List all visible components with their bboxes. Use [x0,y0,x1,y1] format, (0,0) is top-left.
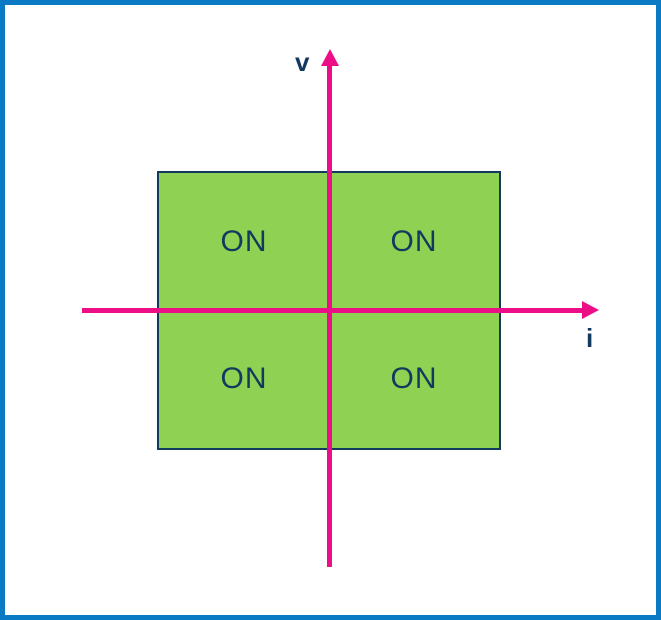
quadrant-bottom-right: ON [329,311,499,449]
quadrant-state-label: ON [220,224,268,258]
v-axis-line [327,62,332,567]
i-axis-label: i [586,323,594,353]
quadrant-state-label: ON [390,224,438,258]
quadrant-state-label: ON [220,362,268,396]
quadrant-bottom-left: ON [159,311,329,449]
up-arrowhead-icon [321,49,339,66]
right-arrowhead-icon [582,301,599,319]
quadrant-state-label: ON [390,362,438,396]
quadrant-top-left: ON [159,173,329,311]
quadrant-top-right: ON [329,173,499,311]
i-axis-line [82,308,584,313]
v-axis-label: v [295,47,310,77]
